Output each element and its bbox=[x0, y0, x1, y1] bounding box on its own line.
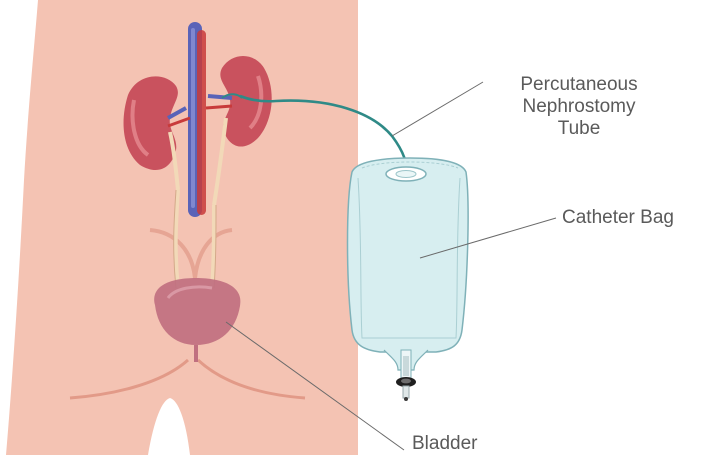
leader-line-nephrostomy bbox=[392, 82, 483, 136]
aorta bbox=[197, 30, 206, 215]
nephrostomy-label-line-3: Tube bbox=[503, 118, 655, 140]
catheter-bag bbox=[348, 158, 469, 370]
catheter-bag-label: Catheter Bag bbox=[562, 207, 674, 229]
ureter-right bbox=[212, 205, 214, 288]
bladder-label: Bladder bbox=[412, 433, 478, 455]
nephrostomy-tube-label: Percutaneous Nephrostomy Tube bbox=[503, 74, 655, 140]
nephrostomy-label-line-1: Percutaneous bbox=[503, 74, 655, 96]
ureter-left bbox=[176, 190, 178, 288]
torso bbox=[6, 0, 358, 455]
vein-highlight bbox=[191, 28, 195, 208]
nephrostomy-label-line-2: Nephrostomy bbox=[503, 96, 655, 118]
